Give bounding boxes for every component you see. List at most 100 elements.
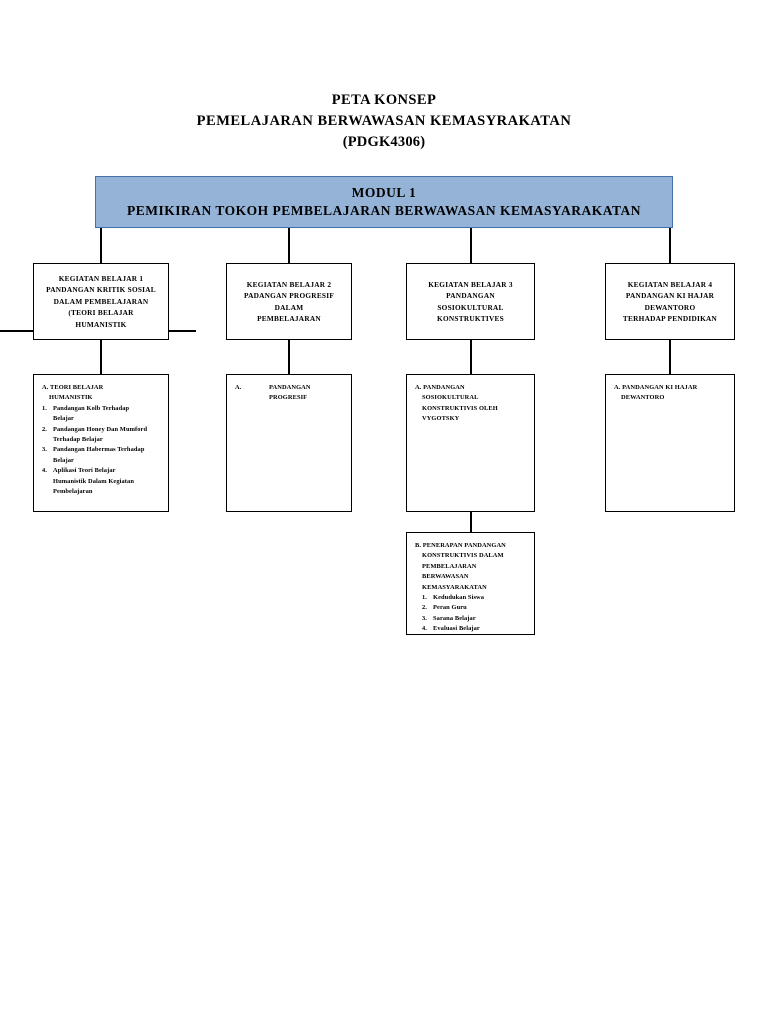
- connector-kb2-to-content2: [288, 339, 290, 375]
- c1-heading-line-2: HUMANISTIK: [49, 394, 93, 402]
- kegiatan-belajar-2-box: KEGIATAN BELAJAR 2 PADANGAN PROGRESIF DA…: [226, 263, 352, 340]
- c1-item-1-line-2: Belajar: [53, 415, 74, 423]
- c1-item-list: 1. Pandangan Kolb Terhadap Belajar 2. Pa…: [42, 404, 162, 498]
- c1-heading-line-1: A. TEORI BELAJAR: [42, 384, 104, 391]
- content-1-text: A. TEORI BELAJAR HUMANISTIK 1. Pandangan…: [34, 375, 168, 503]
- kb4-text: KEGIATAN BELAJAR 4 PANDANGAN KI HAJAR DE…: [619, 279, 721, 325]
- kegiatan-belajar-4-box: KEGIATAN BELAJAR 4 PANDANGAN KI HAJAR DE…: [605, 263, 735, 340]
- c1-list-item-4: 4. Aplikasi Teori Belajar Humanistik Dal…: [42, 466, 162, 497]
- module-subtitle: PEMIKIRAN TOKOH PEMBELAJARAN BERWAWASAN …: [126, 203, 642, 218]
- b-item-1-number: 1.: [422, 594, 427, 602]
- c4-heading-line-1: A. PANDANGAN KI HAJAR: [614, 384, 698, 391]
- connector-kb1-to-content1: [100, 339, 102, 375]
- module-header-box: MODUL 1 PEMIKIRAN TOKOH PEMBELAJARAN BER…: [95, 176, 673, 228]
- b-list-item-2: 2. Peran Guru: [422, 603, 528, 613]
- kb3-text: KEGIATAN BELAJAR 3 PANDANGAN SOSIOKULTUR…: [424, 279, 517, 325]
- c1-item-4-line-2: Humanistik Dalam Kegiatan: [53, 477, 134, 485]
- connector-module-to-kb3: [470, 228, 472, 264]
- connector-module-to-kb4: [669, 228, 671, 264]
- kb2-line-3: DALAM: [274, 302, 304, 312]
- kb3-line-3: SOSIOKULTURAL: [437, 302, 504, 312]
- kb1-text: KEGIATAN BELAJAR 1 PANDANGAN KRITIK SOSI…: [42, 273, 160, 331]
- content-3-text: A. PANDANGAN SOSIOKULTURAL KONSTRUKTIVIS…: [407, 375, 534, 431]
- title-line-2: PEMELAJARAN BERWAWASAN KEMASYRAKATAN: [196, 113, 572, 129]
- content-4-text: A. PANDANGAN KI HAJAR DEWANTORO: [606, 375, 734, 410]
- content-box-2: A. PANDANGAN PROGRESIF: [226, 374, 352, 512]
- content-box-b-penerapan: B. PENERAPAN PANDANGAN KONSTRUKTIVIS DAL…: [406, 532, 535, 635]
- b-item-3-label: Sarana Belajar: [433, 614, 476, 622]
- c1-item-2-line-2: Terhadap Belajar: [53, 436, 103, 444]
- page-title: PETA KONSEP PEMELAJARAN BERWAWASAN KEMAS…: [0, 90, 768, 153]
- kb2-line-2: PADANGAN PROGRESIF: [243, 291, 335, 300]
- c2-line-1: PANDANGAN: [269, 384, 311, 391]
- kb2-text: KEGIATAN BELAJAR 2 PADANGAN PROGRESIF DA…: [240, 279, 338, 325]
- kb4-line-4: TERHADAP PENDIDIKAN: [622, 314, 718, 323]
- kb4-line-1: KEGIATAN BELAJAR 4: [627, 279, 713, 289]
- content-box-4: A. PANDANGAN KI HAJAR DEWANTORO: [605, 374, 735, 512]
- kb4-line-2: PANDANGAN KI HAJAR: [625, 291, 715, 300]
- b-item-4-number: 4.: [422, 625, 427, 633]
- b-item-2-number: 2.: [422, 604, 427, 612]
- c1-item-2-line-1: Pandangan Honey Dan Mumford: [53, 425, 148, 433]
- c1-item-4-line-1: Aplikasi Teori Belajar: [53, 467, 116, 475]
- b-heading-line-1: B. PENERAPAN PANDANGAN: [415, 542, 506, 549]
- c3-heading-line-3: KONSTRUKTIVIS OLEH: [422, 404, 498, 412]
- kb2-line-1: KEGIATAN BELAJAR 2: [246, 279, 332, 289]
- c3-heading-line-4: VYGOTSKY: [422, 415, 460, 423]
- b-item-2-label: Peran Guru: [433, 604, 467, 612]
- kb1-line-1: KEGIATAN BELAJAR 1: [58, 273, 144, 283]
- connector-module-to-kb1: [100, 228, 102, 264]
- connector-kb4-to-content4: [669, 339, 671, 375]
- b-heading-line-4: BERWAWASAN: [422, 573, 469, 581]
- kb3-line-4: KONSTRUKTIVES: [437, 314, 504, 323]
- b-heading-line-3: PEMBELAJARAN: [422, 562, 477, 570]
- c1-item-3-number: 3.: [42, 446, 47, 454]
- connector-kb3-to-content3: [470, 339, 472, 375]
- kb1-line-3: DALAM PEMBELAJARAN: [53, 296, 149, 306]
- b-item-1-label: Kedudukan Siswa: [433, 594, 485, 602]
- b-list-item-4: 4. Evaluasi Belajar: [422, 624, 528, 634]
- connector-content3-to-bbox: [470, 511, 472, 533]
- c1-item-3-line-1: Pandangan Habermas Terhadap: [53, 446, 145, 454]
- kb1-line-2: PANDANGAN KRITIK SOSIAL: [46, 285, 156, 295]
- b-list-item-3: 3. Sarana Belajar: [422, 614, 528, 624]
- c1-item-4-line-3: Pembelajaran: [53, 488, 93, 496]
- kb3-line-2: PANDANGAN: [446, 291, 495, 300]
- c2-line-2: PROGRESIF: [269, 394, 308, 402]
- b-list-item-1: 1. Kedudukan Siswa: [422, 593, 528, 603]
- content-2-text: A. PANDANGAN PROGRESIF: [227, 375, 351, 410]
- b-heading-line-2: KONSTRUKTIVIS DALAM: [422, 552, 504, 560]
- b-item-list: 1. Kedudukan Siswa 2. Peran Guru 3. Sara…: [415, 593, 528, 635]
- kb4-line-3: DEWANTORO: [644, 302, 696, 312]
- c3-heading-line-1: A. PANDANGAN: [415, 384, 465, 391]
- c1-list-item-2: 2. Pandangan Honey Dan Mumford Terhadap …: [42, 425, 162, 446]
- kb1-line-4: (TEORI BELAJAR: [68, 308, 134, 318]
- connector-module-to-kb2: [288, 228, 290, 264]
- c1-item-4-number: 4.: [42, 467, 47, 475]
- kegiatan-belajar-3-box: KEGIATAN BELAJAR 3 PANDANGAN SOSIOKULTUR…: [406, 263, 535, 340]
- title-line-3: (PDGK4306): [342, 134, 426, 150]
- c1-list-item-3: 3. Pandangan Habermas Terhadap Belajar: [42, 445, 162, 466]
- content-box-3: A. PANDANGAN SOSIOKULTURAL KONSTRUKTIVIS…: [406, 374, 535, 512]
- c3-heading-line-2: SOSIOKULTURAL: [422, 394, 479, 402]
- connector-horizontal-left: [0, 330, 34, 332]
- content-b-text: B. PENERAPAN PANDANGAN KONSTRUKTIVIS DAL…: [407, 533, 534, 641]
- content-box-1: A. TEORI BELAJAR HUMANISTIK 1. Pandangan…: [33, 374, 169, 512]
- c2-letter: A.: [235, 384, 242, 391]
- c1-item-2-number: 2.: [42, 425, 47, 433]
- c1-item-3-line-2: Belajar: [53, 456, 74, 464]
- b-heading-line-5: KEMASYARAKATAN: [422, 583, 487, 591]
- c4-heading-line-2: DEWANTORO: [621, 394, 665, 402]
- c1-item-1-line-1: Pandangan Kolb Terhadap: [53, 404, 130, 412]
- c1-list-item-1: 1. Pandangan Kolb Terhadap Belajar: [42, 404, 162, 425]
- connector-horizontal-right: [168, 330, 196, 332]
- title-line-1: PETA KONSEP: [331, 92, 437, 108]
- kb2-line-4: PEMBELAJARAN: [257, 314, 321, 323]
- kegiatan-belajar-1-box: KEGIATAN BELAJAR 1 PANDANGAN KRITIK SOSI…: [33, 263, 169, 340]
- module-number-label: MODUL 1: [351, 185, 417, 200]
- c1-item-1-number: 1.: [42, 404, 47, 412]
- kb3-line-1: KEGIATAN BELAJAR 3: [428, 279, 513, 289]
- kb1-line-5: HUMANISTIK: [75, 319, 127, 329]
- c2-text-block: PANDANGAN PROGRESIF: [269, 383, 311, 404]
